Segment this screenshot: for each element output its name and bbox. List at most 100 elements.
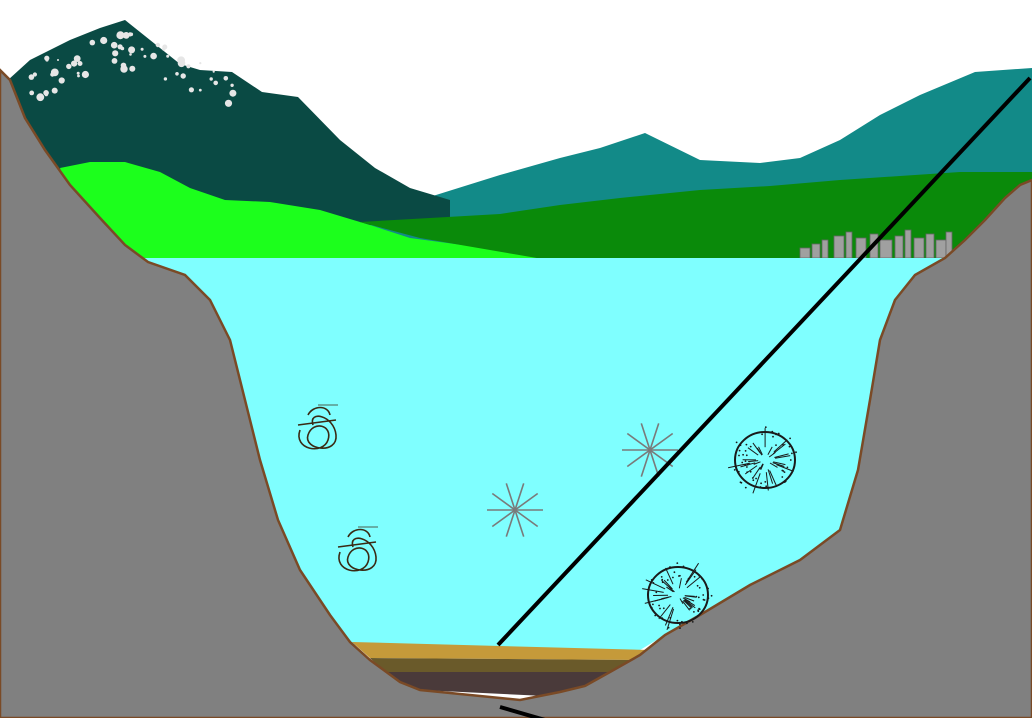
moss-dot <box>734 469 736 471</box>
snow-speck <box>111 42 118 49</box>
moss-dot <box>653 582 655 584</box>
moss-dot <box>764 481 766 483</box>
moss-dot <box>647 593 649 595</box>
moss-dot <box>744 464 746 466</box>
moss-dot <box>679 575 681 577</box>
moss-dot <box>789 446 791 448</box>
moss-dot <box>672 577 674 579</box>
snow-speck <box>224 76 229 81</box>
moss-dot <box>655 591 657 593</box>
town-building <box>846 232 852 258</box>
snow-speck <box>45 58 48 61</box>
moss-dot <box>661 579 663 581</box>
moss-dot <box>707 588 709 590</box>
snow-speck <box>129 53 132 56</box>
moss-dot <box>688 578 690 580</box>
moss-dot <box>750 446 752 448</box>
moss-dot <box>697 609 699 611</box>
town-building <box>926 234 934 258</box>
snow-speck <box>129 66 135 72</box>
moss-dot <box>768 487 770 489</box>
snow-speck <box>77 75 80 78</box>
moss-dot <box>745 487 747 489</box>
snow-speck <box>210 77 213 80</box>
moss-dot <box>746 454 748 456</box>
snow-speck <box>143 55 146 58</box>
moss-dot <box>787 467 789 469</box>
snow-speck <box>59 77 65 83</box>
moss-dot <box>683 566 685 568</box>
moss-dot <box>781 470 783 472</box>
moss-dot <box>699 608 701 610</box>
moss-dot <box>679 624 681 626</box>
moss-dot <box>658 605 660 607</box>
snow-speck <box>29 91 34 96</box>
snow-speck <box>141 48 144 51</box>
moss-dot <box>654 615 656 617</box>
snow-speck <box>164 77 167 80</box>
moss-dot <box>761 433 763 435</box>
moss-dot <box>679 627 681 629</box>
moss-dot <box>704 599 706 601</box>
snow-speck <box>120 65 127 72</box>
moss-dot <box>747 464 749 466</box>
moss-dot <box>662 581 664 583</box>
moss-dot <box>784 471 786 473</box>
town-building <box>834 236 844 258</box>
moss-dot <box>663 607 665 609</box>
moss-dot <box>738 455 740 457</box>
snow-speck <box>112 58 118 64</box>
moss-dot <box>772 436 774 438</box>
snow-speck <box>82 71 89 78</box>
moss-dot <box>694 576 696 578</box>
moss-dot <box>659 608 661 610</box>
moss-dot <box>795 451 797 453</box>
moss-dot <box>746 466 748 468</box>
snow-speck <box>199 62 201 64</box>
moss-dot <box>736 442 738 444</box>
town-building <box>800 248 810 258</box>
moss-dot <box>790 459 792 461</box>
snow-speck <box>57 59 59 61</box>
moss-dot <box>760 482 762 484</box>
moss-dot <box>784 481 786 483</box>
moss-dot <box>701 578 703 580</box>
moss-dot <box>695 596 697 598</box>
snow-speck <box>128 32 132 36</box>
moss-dot <box>741 462 743 464</box>
snow-speck <box>230 84 233 87</box>
moss-dot <box>742 454 744 456</box>
moss-dot <box>782 444 784 446</box>
snow-speck <box>112 50 118 56</box>
moss-dot <box>760 486 762 488</box>
moss-dot <box>651 579 653 581</box>
moss-dot <box>702 594 704 596</box>
snow-speck <box>189 87 194 92</box>
moss-dot <box>781 476 783 478</box>
snow-speck <box>29 74 35 80</box>
moss-dot <box>775 444 777 446</box>
moss-dot <box>667 579 669 581</box>
sediment-layer-mid <box>370 658 640 672</box>
snow-speck <box>100 37 107 44</box>
moss-dot <box>771 431 773 433</box>
snow-speck <box>74 55 81 62</box>
snow-speck <box>175 72 179 76</box>
moss-dot <box>739 450 741 452</box>
snow-speck <box>156 43 160 47</box>
snow-speck <box>36 93 44 101</box>
snow-speck <box>162 47 165 50</box>
moss-dot <box>698 597 700 599</box>
moss-dot <box>686 622 688 624</box>
moss-dot <box>752 479 754 481</box>
snow-speck <box>225 100 232 107</box>
moss-dot <box>677 620 679 622</box>
snow-speck <box>52 88 58 94</box>
snow-speck <box>186 64 190 68</box>
moss-dot <box>674 571 676 573</box>
moss-dot <box>746 471 748 473</box>
town-building <box>822 240 828 258</box>
moss-dot <box>741 482 743 484</box>
snow-speck <box>213 71 215 73</box>
